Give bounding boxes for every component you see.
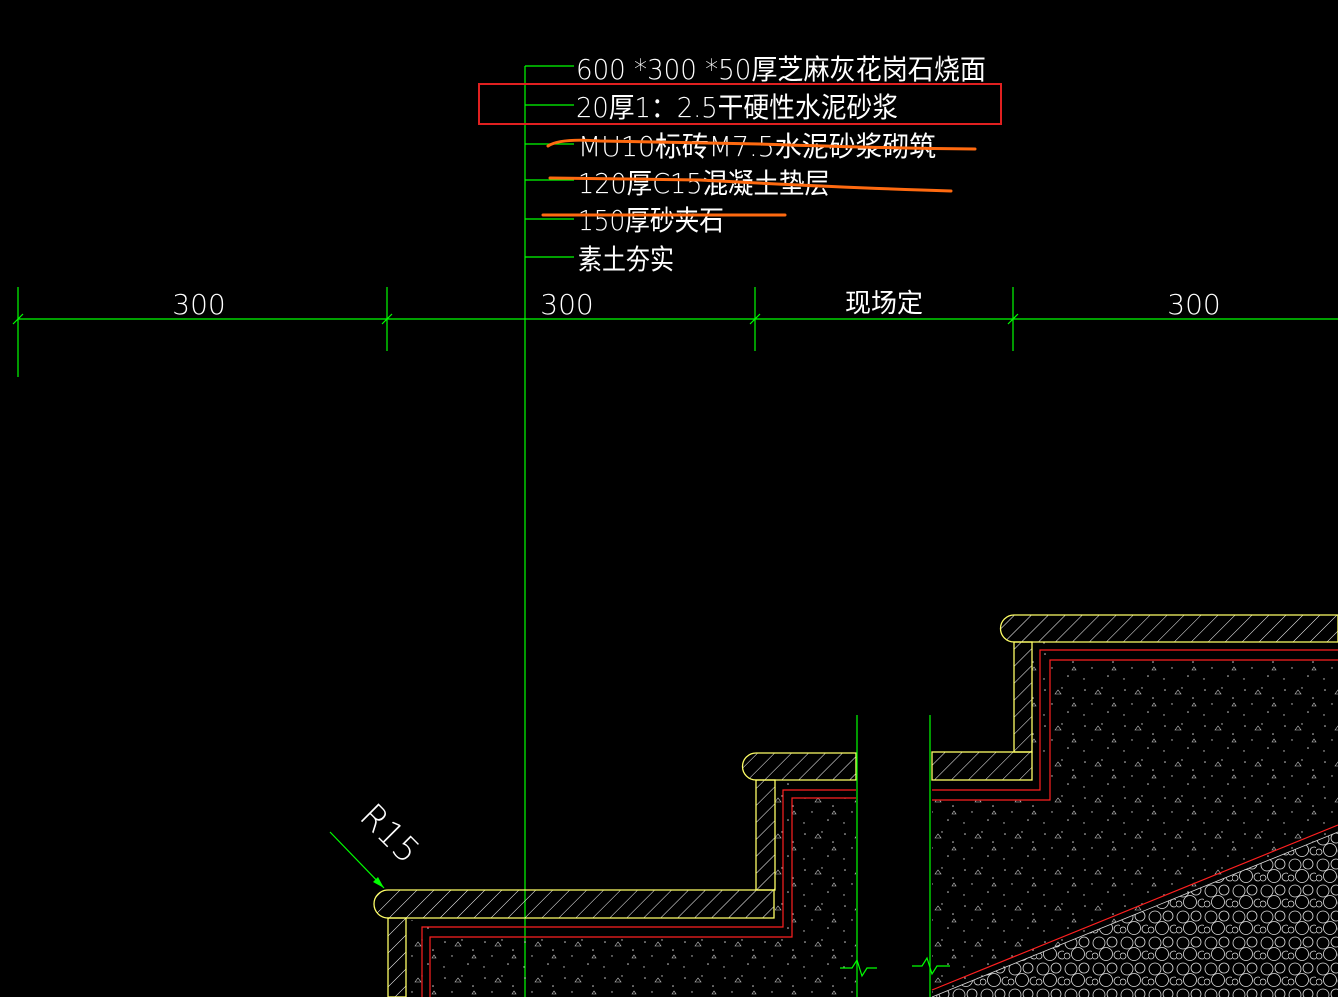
dimension-label-4: 300 bbox=[1167, 288, 1220, 321]
stone-riser-bottom bbox=[387, 917, 407, 997]
mortar-lines bbox=[421, 649, 1338, 997]
layer-label-soil: 素土夯实 bbox=[578, 243, 674, 276]
stair-section bbox=[373, 614, 1338, 997]
strike-marks bbox=[541, 138, 977, 217]
break-lines bbox=[840, 715, 950, 997]
dimension-line bbox=[12, 287, 1338, 377]
layer-label-granite: 600 *300 *50厚芝麻灰花岗石烧面 bbox=[576, 53, 986, 86]
material-callout-labels: 600 *300 *50厚芝麻灰花岗石烧面 20厚1：2.5干硬性水泥砂浆 MU… bbox=[576, 53, 986, 276]
concrete-fill-left bbox=[430, 798, 856, 997]
dimension-labels: 300 300 现场定 300 bbox=[172, 288, 1220, 321]
material-callout-leader bbox=[524, 65, 574, 997]
stone-riser-top bbox=[1013, 641, 1033, 753]
dimension-label-2: 300 bbox=[540, 288, 593, 321]
highlight-box bbox=[478, 83, 1002, 125]
stone-tread-middle-left bbox=[741, 752, 857, 781]
radius-label: R15 bbox=[352, 796, 428, 872]
stone-tread-middle-right bbox=[931, 751, 1033, 781]
layer-label-sand-gravel: 150厚砂夹石 bbox=[578, 204, 724, 237]
layer-label-mortar: 20厚1：2.5干硬性水泥砂浆 bbox=[576, 91, 898, 124]
stone-riser-middle bbox=[755, 779, 776, 891]
stone-tread-bottom bbox=[373, 889, 775, 919]
stone-tread-top bbox=[999, 614, 1338, 643]
dimension-label-1: 300 bbox=[172, 288, 225, 321]
radius-annotation: R15 bbox=[329, 796, 428, 889]
dimension-label-3: 现场定 bbox=[845, 289, 923, 319]
